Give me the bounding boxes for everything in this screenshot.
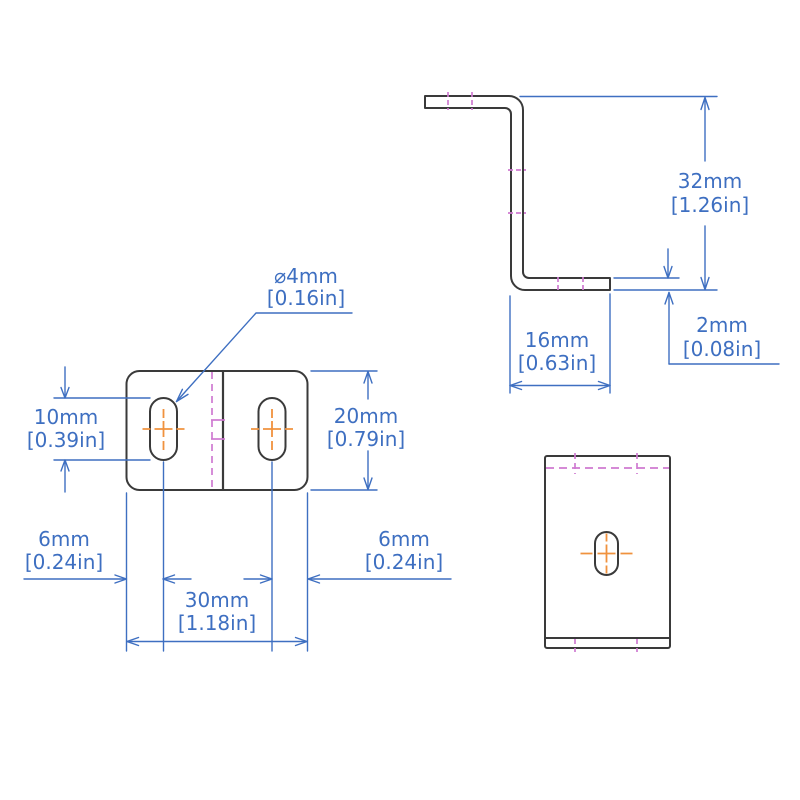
arrowhead-down bbox=[363, 477, 373, 491]
arrowhead-left bbox=[162, 574, 176, 584]
dim-label-mm: ⌀4mm bbox=[274, 264, 338, 288]
arrowhead-right bbox=[294, 636, 308, 647]
front-bottom-bend-ticks bbox=[574, 639, 638, 652]
front-slot bbox=[594, 531, 619, 576]
arrowhead-leader bbox=[175, 388, 189, 403]
dim-label-in: [0.16in] bbox=[267, 286, 345, 310]
arrowhead-right bbox=[597, 380, 611, 391]
dim-label-mm: 30mm bbox=[185, 588, 249, 612]
arrowhead-down bbox=[663, 265, 673, 279]
dim-label-in: [0.24in] bbox=[365, 550, 443, 574]
front-outline bbox=[544, 455, 671, 649]
dim-right-edge-offset: 6mm [0.24in] bbox=[243, 527, 452, 584]
dim-label-mm: 6mm bbox=[378, 527, 430, 551]
arrowhead-down bbox=[700, 276, 710, 291]
bend-ticks bbox=[211, 419, 225, 440]
arrowhead-up bbox=[664, 291, 674, 305]
dim-hole-diameter: ⌀4mm [0.16in] bbox=[175, 264, 353, 403]
dim-overall-width: 30mm [1.18in] bbox=[126, 588, 308, 647]
dim-label-in: [0.79in] bbox=[327, 427, 405, 451]
front-top-bend-ticks bbox=[574, 453, 638, 474]
dim-label-in: [0.63in] bbox=[518, 351, 596, 375]
arrowhead-up bbox=[60, 459, 70, 472]
arrowhead-down bbox=[60, 386, 70, 399]
dim-material-thickness: 2mm [0.08in] bbox=[613, 248, 780, 365]
leader-line bbox=[175, 312, 353, 403]
dim-label-in: [0.08in] bbox=[683, 337, 761, 361]
front-view bbox=[544, 453, 671, 652]
arrowhead-up bbox=[700, 96, 710, 111]
arrowhead-left bbox=[307, 574, 321, 584]
dim-label-mm: 10mm bbox=[34, 405, 98, 429]
dim-label-in: [0.24in] bbox=[25, 550, 103, 574]
plate-outline bbox=[125, 370, 309, 491]
dim-label-mm: 20mm bbox=[334, 404, 398, 428]
z-profile-outline bbox=[424, 95, 611, 291]
plate-extension-lines bbox=[125, 461, 309, 652]
dim-label-in: [0.39in] bbox=[27, 428, 105, 452]
dim-label-mm: 32mm bbox=[678, 169, 742, 193]
front-slot-center-mark bbox=[580, 533, 633, 574]
dim-label-mm: 2mm bbox=[696, 313, 748, 337]
flat-pattern-view bbox=[125, 370, 309, 491]
arrowhead-left bbox=[126, 636, 140, 647]
arrowhead-right bbox=[259, 574, 273, 584]
arrowhead-right bbox=[114, 574, 128, 584]
dim-label-mm: 16mm bbox=[525, 328, 589, 352]
profile-bend-ticks bbox=[447, 92, 584, 293]
dim-label-in: [1.18in] bbox=[178, 611, 256, 635]
dim-flange-depth: 16mm [0.63in] bbox=[509, 293, 611, 394]
side-profile-view bbox=[424, 92, 611, 293]
dim-overall-height: 32mm [1.26in] bbox=[519, 95, 749, 291]
left-slot-center-mark bbox=[142, 409, 185, 450]
right-slot-center-mark bbox=[251, 409, 293, 450]
arrowhead-left bbox=[509, 380, 523, 391]
arrowhead-up bbox=[363, 370, 373, 384]
dim-label-in: [1.26in] bbox=[671, 193, 749, 217]
dim-slot-length: 10mm [0.39in] bbox=[27, 366, 151, 493]
dim-label-mm: 6mm bbox=[38, 527, 90, 551]
dim-plate-height: 20mm [0.79in] bbox=[310, 370, 405, 491]
dim-left-edge-offset: 6mm [0.24in] bbox=[23, 527, 192, 584]
